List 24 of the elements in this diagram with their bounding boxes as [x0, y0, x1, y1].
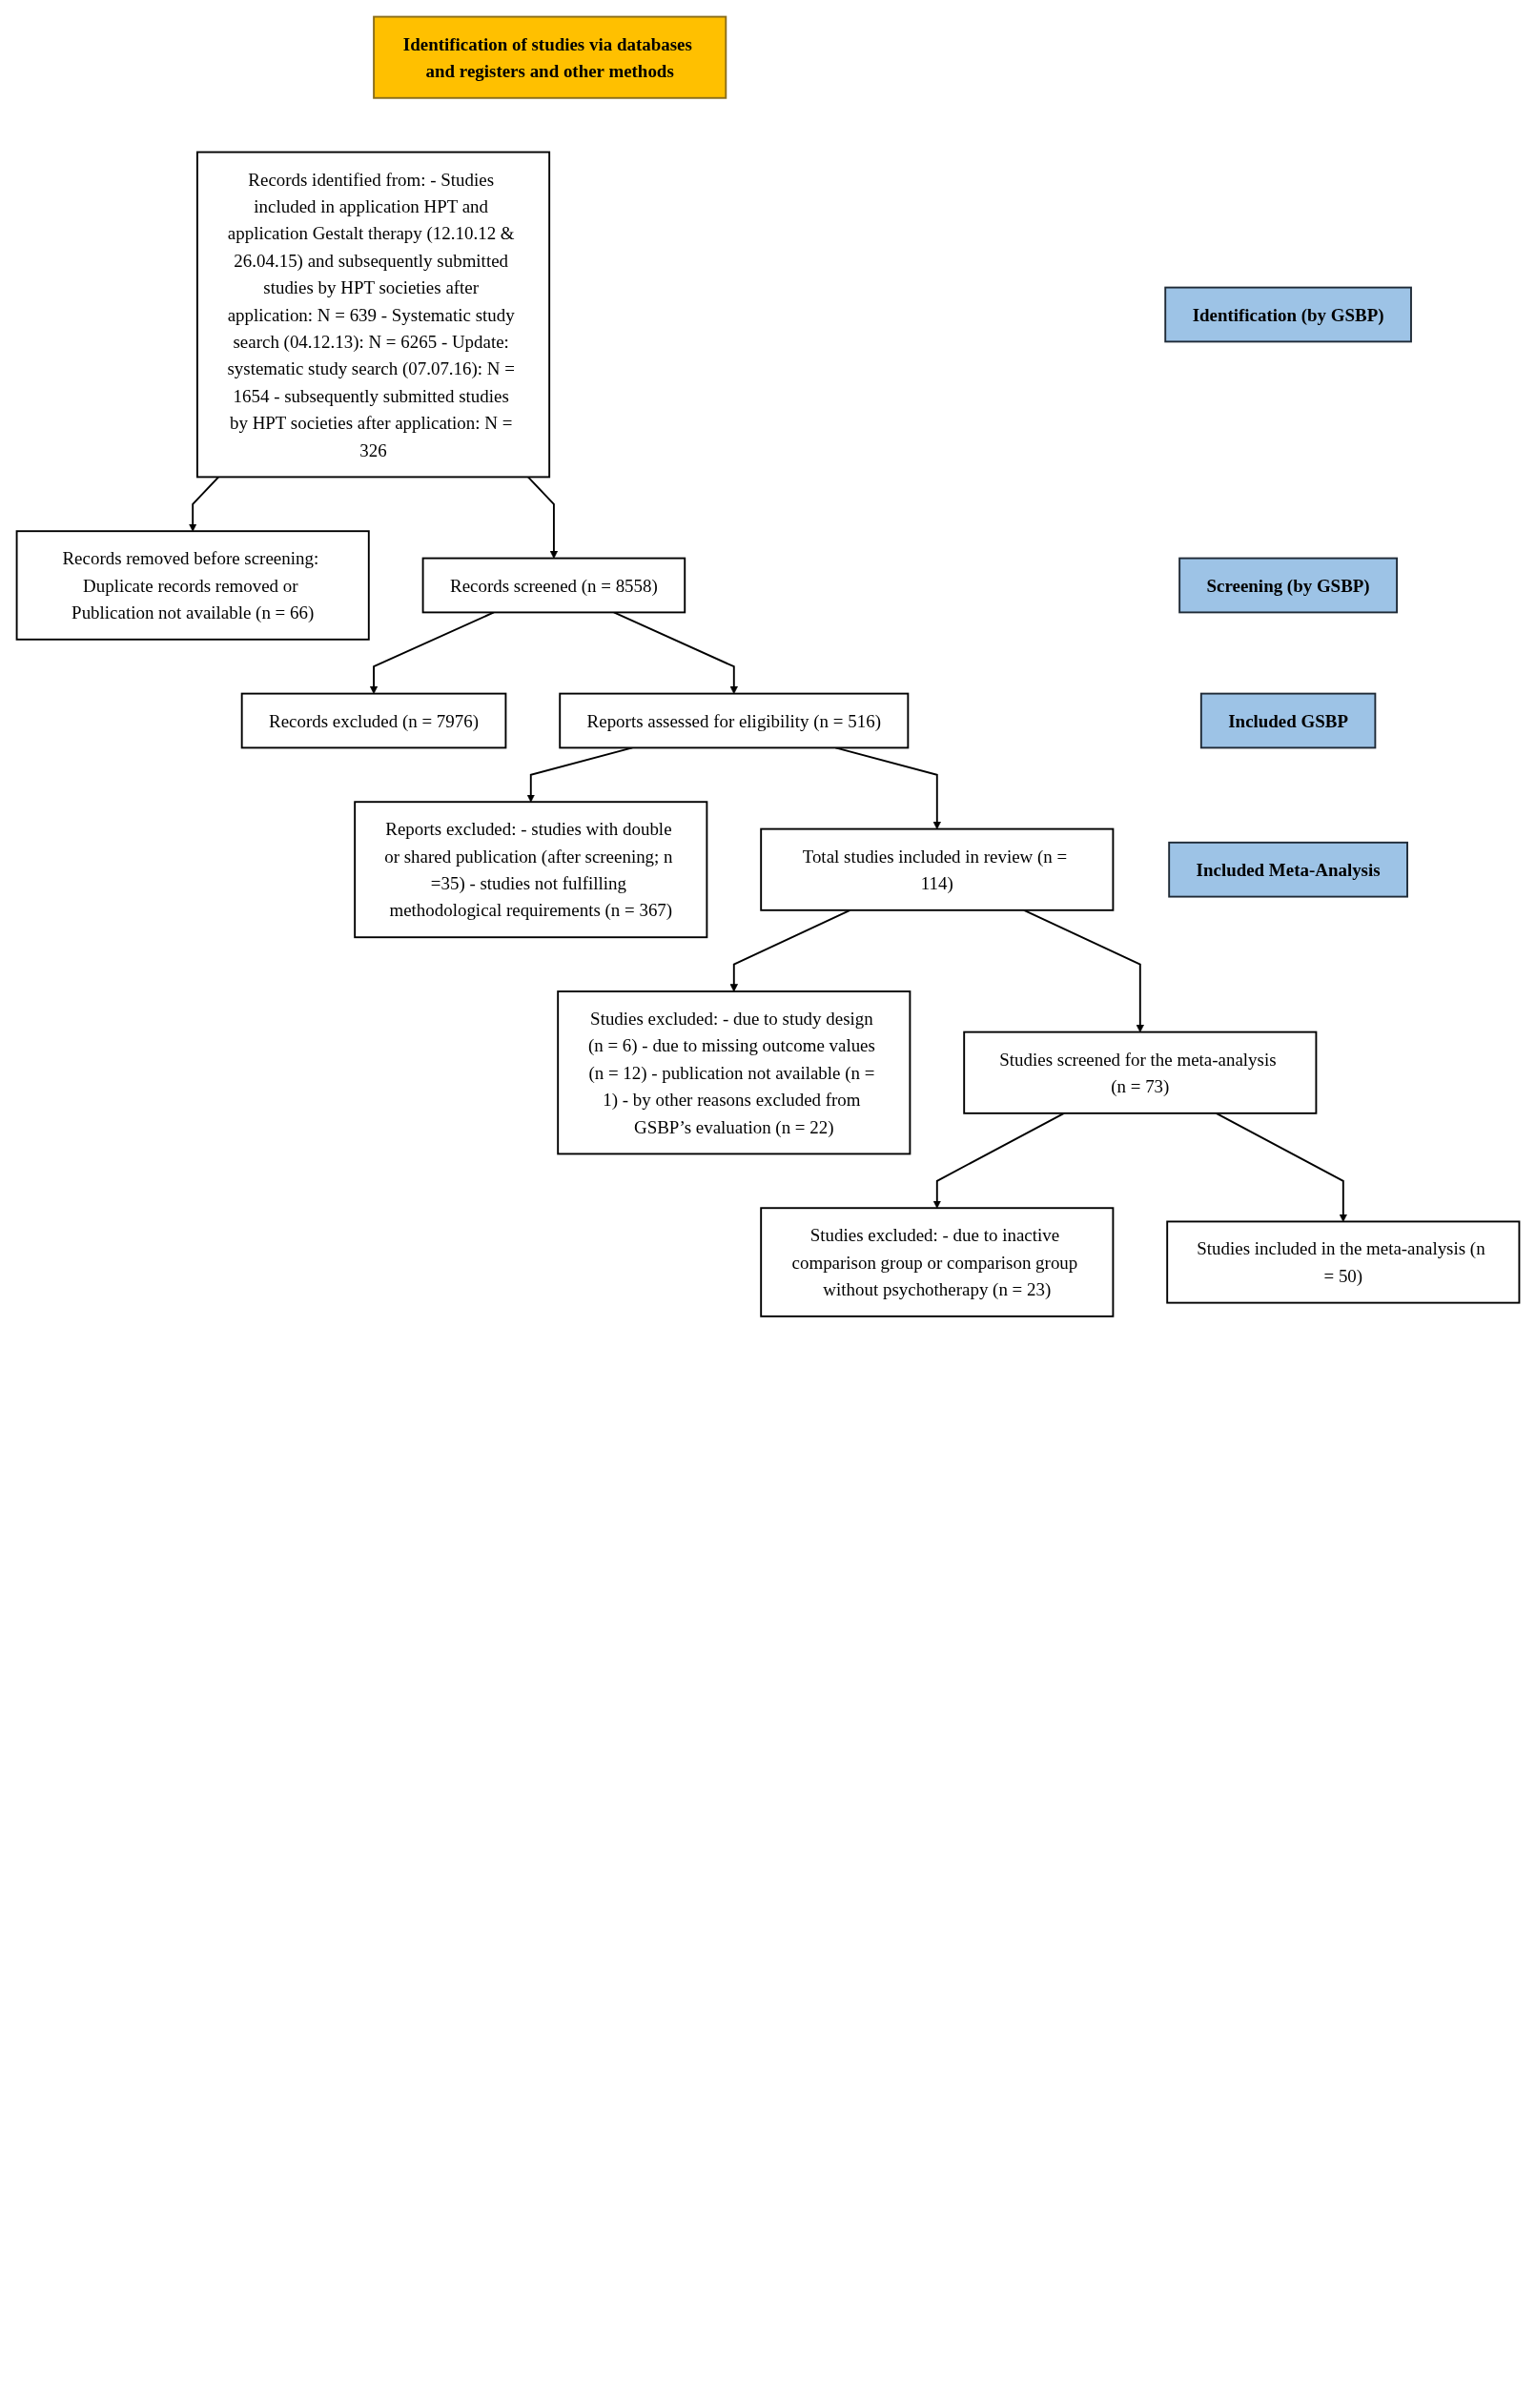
node-box: Included Meta-Analysis — [1168, 841, 1408, 898]
node-box: Reports excluded: - studies with double or shared publication (after screening; n =35) - studies not fulfilling methodological requirements (n = 367) — [354, 801, 708, 939]
node-box: Screening (by GSBP) — [1178, 557, 1398, 614]
node-box: Records identified from: - Studies included in application HPT and application Gestalt therapy (12.10.12 & 26.04.15) and subsequently submitted studies by HPT societies after application: N = 639 - Systematic study search (04.12.13): N = 6265 - Update: systematic study search (07.07.16): N = 1654 - subsequently submitted studies by HPT societies after application: N = 326 — [196, 151, 551, 479]
node-box: Total studies included in review (n = 114) — [760, 827, 1115, 911]
arrow — [1215, 1112, 1347, 1222]
arrow — [932, 1112, 1065, 1209]
node-box: Included GSBP — [1199, 692, 1377, 749]
arrow — [526, 476, 559, 559]
arrow — [612, 611, 738, 694]
node-box: Studies excluded: - due to inactive comparison group or comparison group without psychotherapy (n = 23) — [760, 1207, 1115, 1317]
node-box: Records removed before screening: Duplicate records removed or Publication not available (n = 66) — [15, 530, 370, 641]
arrow — [729, 908, 851, 992]
node-box: Studies screened for the meta-analysis (n = 73) — [963, 1031, 1318, 1114]
arrow — [369, 611, 495, 694]
node-box: Studies included in the meta-analysis (n = 50) — [1166, 1220, 1521, 1304]
node-box: Records excluded (n = 7976) — [240, 692, 507, 749]
node-box: Studies excluded: - due to study design (n = 6) - due to missing outcome values (n = 12) - publication not available (n = 1) - by other reasons excluded from GSBP’s evaluation (n = 22) — [557, 990, 911, 1155]
arrow — [1023, 908, 1144, 1032]
node-box: Records screened (n = 8558) — [421, 557, 686, 614]
node-box: Identification (by GSBP) — [1164, 286, 1412, 343]
node-box: Identification of studies via databases and registers and other methods — [373, 15, 727, 99]
arrow — [189, 476, 220, 532]
node-box: Reports assessed for eligibility (n = 516) — [559, 692, 910, 749]
